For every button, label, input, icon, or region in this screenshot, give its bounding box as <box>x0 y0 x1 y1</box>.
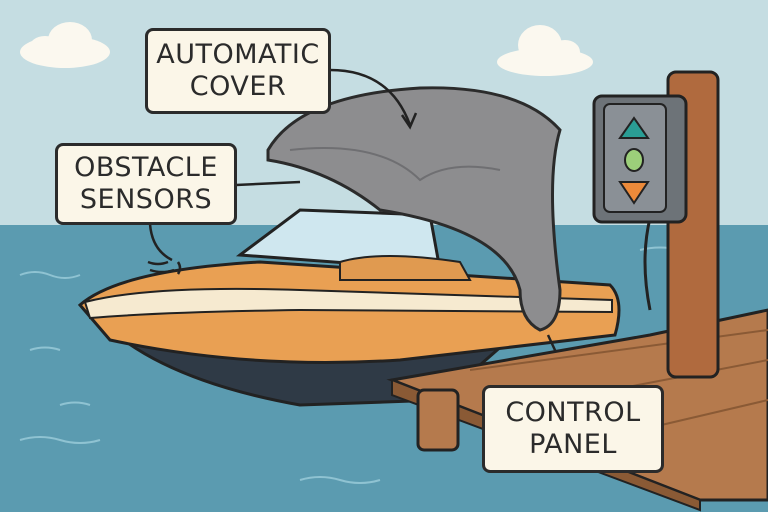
sensor-waves-icon <box>147 260 182 275</box>
boat-deck-stripe <box>83 287 613 320</box>
label-line: OBSTACLE <box>74 152 218 183</box>
label-line: COVER <box>189 71 287 102</box>
label-automatic-cover: AUTOMATIC COVER <box>145 28 331 114</box>
cover-arrow <box>329 68 412 126</box>
label-line: PANEL <box>529 429 617 460</box>
label-line: AUTOMATIC <box>156 39 320 70</box>
label-line: SENSORS <box>79 184 213 215</box>
sensor-leader <box>235 180 301 187</box>
dock-piling <box>416 388 460 452</box>
water-ripples <box>19 246 681 484</box>
label-control-panel: CONTROL PANEL <box>482 385 664 473</box>
label-line: CONTROL <box>505 397 641 428</box>
cloud-right <box>497 25 593 76</box>
up-arrow-button-icon <box>618 116 650 139</box>
boat-hull <box>77 260 621 364</box>
down-arrow-button-icon <box>618 181 650 205</box>
status-light-icon <box>624 148 644 172</box>
label-obstacle-sensors: OBSTACLE SENSORS <box>55 143 237 225</box>
cloud-left <box>20 22 110 68</box>
